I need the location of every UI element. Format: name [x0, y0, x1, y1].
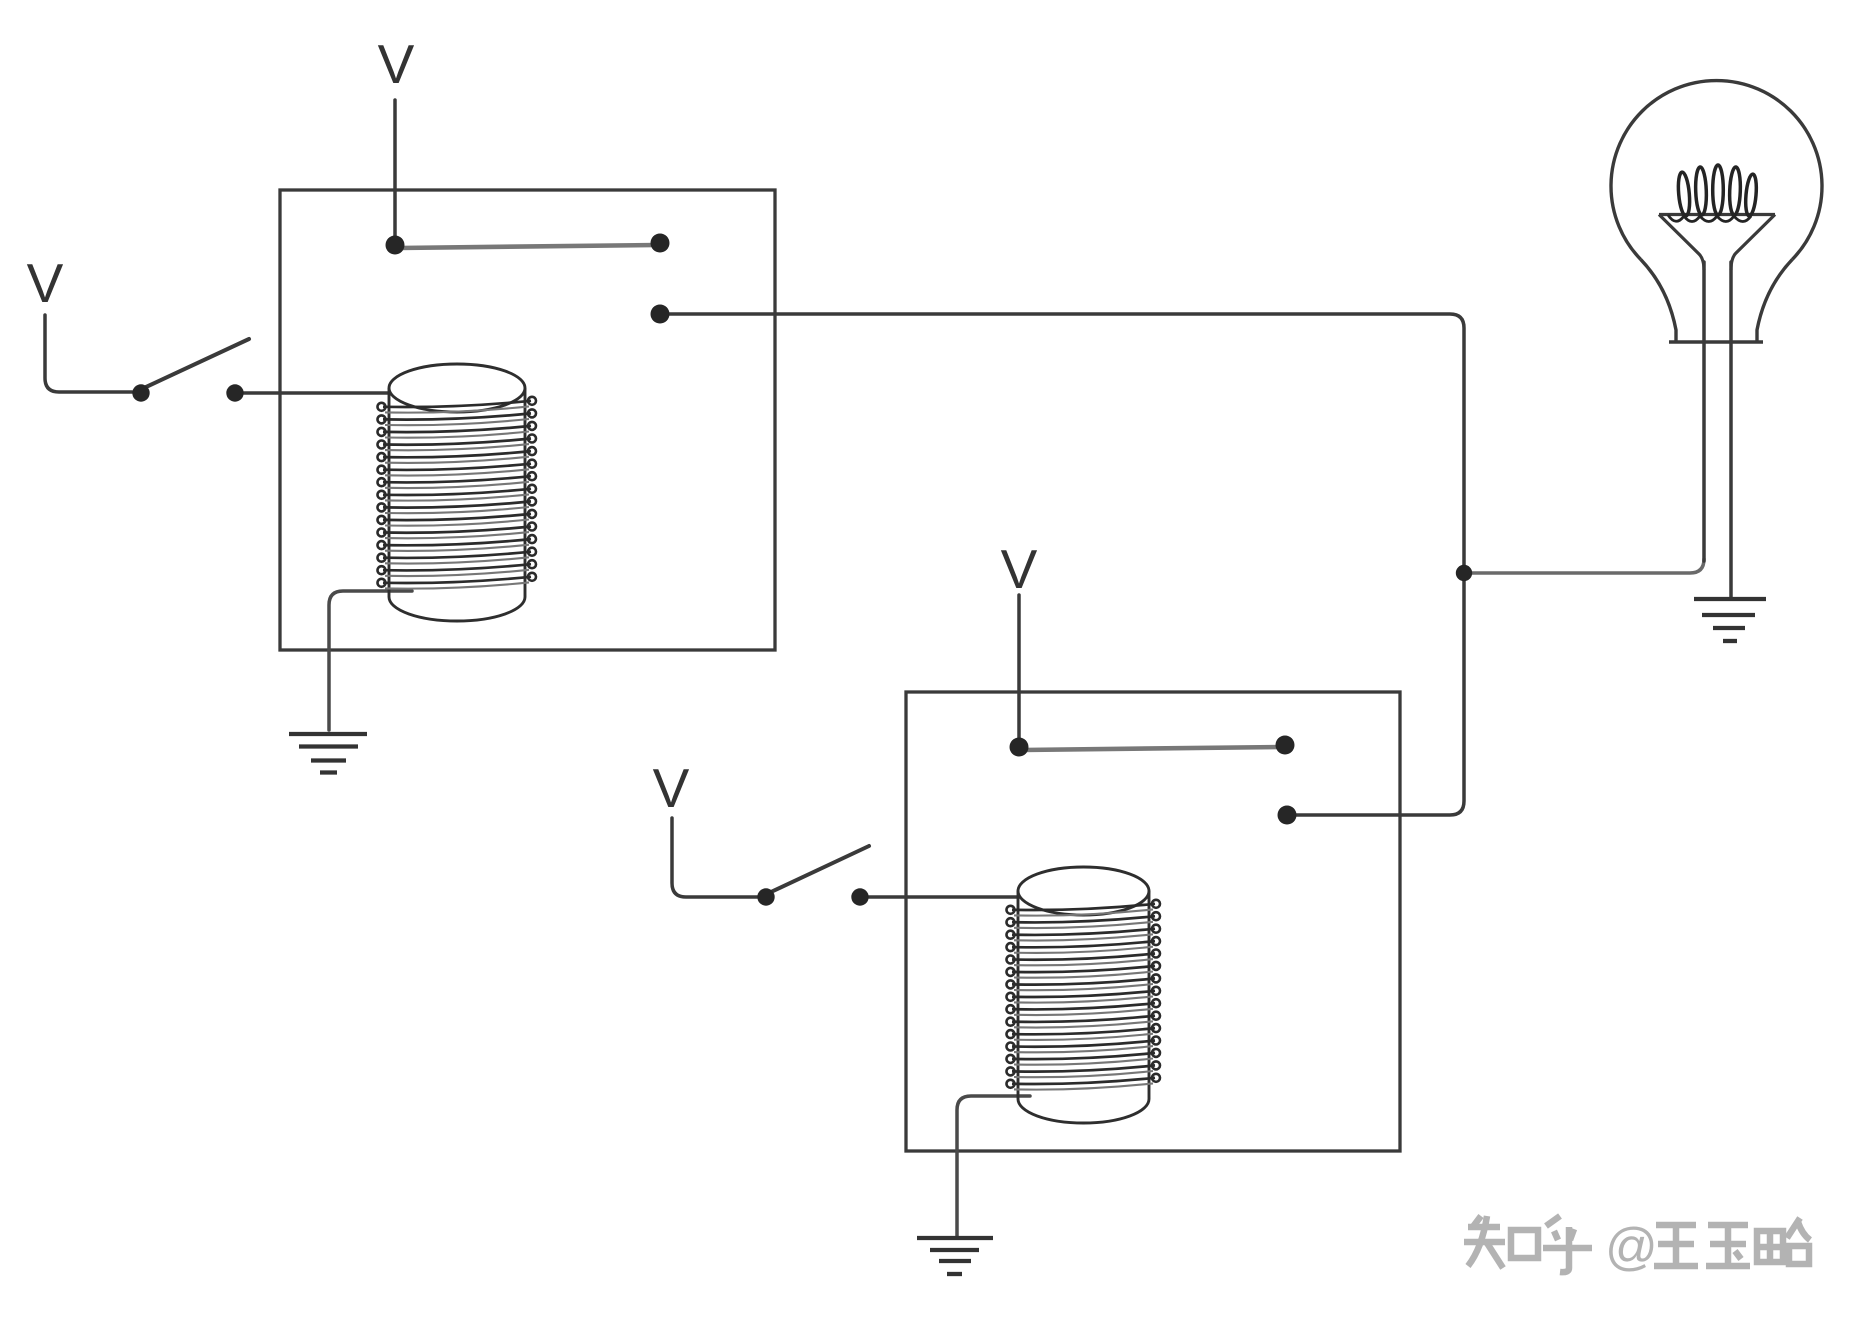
- svg-text:@: @: [1605, 1218, 1658, 1276]
- svg-text:V: V: [1001, 538, 1038, 600]
- svg-text:V: V: [653, 757, 690, 819]
- svg-text:V: V: [378, 33, 415, 95]
- svg-text:V: V: [27, 252, 64, 314]
